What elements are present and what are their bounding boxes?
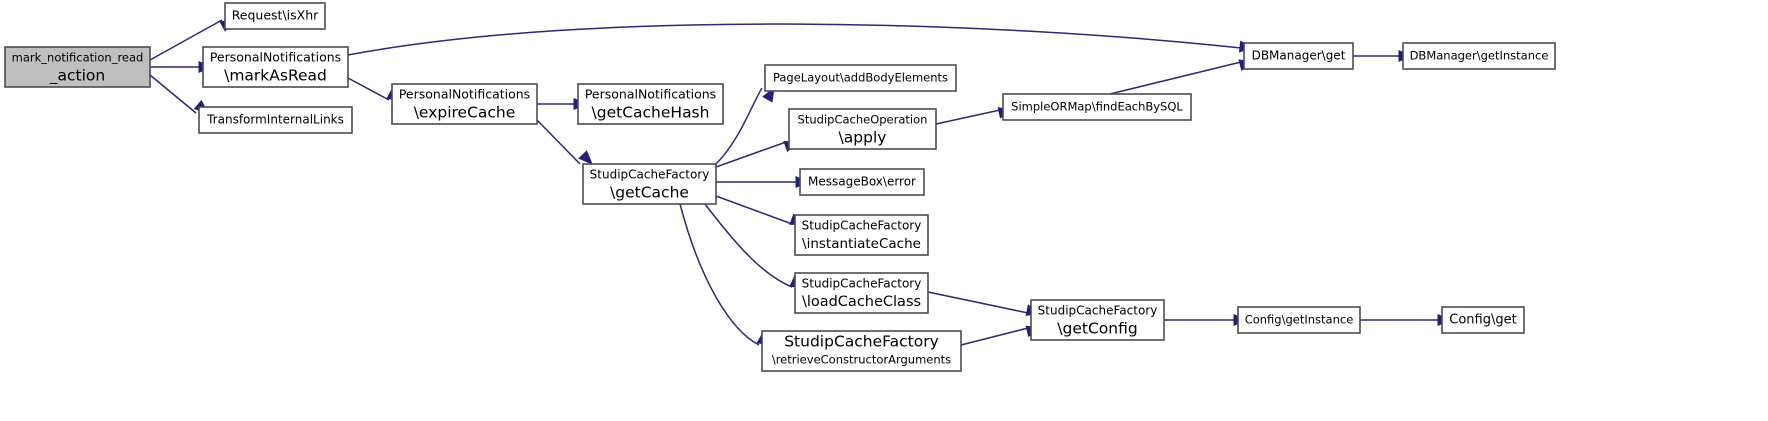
node-box[interactable] — [198, 106, 353, 134]
node-personalnotifications_markasread[interactable]: PersonalNotifications \markAsRead — [202, 46, 349, 88]
node-label: SimpleORMap\findEachBySQL — [1011, 100, 1183, 114]
node-label: StudipCacheOperation — [798, 113, 928, 127]
node-box[interactable] — [761, 330, 962, 372]
node-studipcachefactory_loadcacheclass[interactable]: StudipCacheFactory \loadCacheClass — [794, 272, 929, 314]
edge-personalnotifications_markasread-to-dbmanager_get — [347, 23, 1255, 56]
node-personalnotifications_expirecache[interactable]: PersonalNotifications \expireCache — [391, 83, 538, 125]
node-messagebox_error[interactable]: MessageBox\error — [799, 168, 925, 196]
node-dbmanager_getinstance[interactable]: DBManager\getInstance — [1402, 42, 1556, 70]
node-box[interactable] — [788, 108, 937, 150]
edge-studipcacheoperation_apply-to-simpleormap_findeachbysql — [935, 107, 1014, 125]
node-box[interactable] — [1402, 42, 1556, 70]
node-label: \instantiateCache — [802, 236, 921, 252]
node-box[interactable] — [1243, 42, 1354, 70]
node-label: PageLayout\addBodyElements — [773, 71, 948, 85]
node-box[interactable] — [794, 214, 929, 256]
node-label: \retrieveConstructorArguments — [772, 353, 951, 367]
node-label: \markAsRead — [224, 67, 327, 85]
edge-line — [715, 195, 793, 225]
node-box[interactable] — [794, 272, 929, 314]
edge-line — [704, 203, 793, 288]
node-request_isxhr[interactable]: Request\isXhr — [224, 2, 326, 30]
edge-config_getinstance-to-config_get — [1360, 314, 1453, 326]
node-box[interactable] — [391, 83, 538, 125]
edge-line — [679, 203, 760, 346]
node-label: Config\get — [1449, 313, 1516, 328]
node-label: \getConfig — [1057, 320, 1137, 338]
node-box[interactable] — [1237, 306, 1361, 334]
edge-personalnotifications_expirecache-to-studipcachefactory_getcache — [536, 119, 593, 165]
node-label: mark_notification_read — [12, 51, 144, 65]
node-personalnotifications_getcachehash[interactable]: PersonalNotifications \getCacheHash — [577, 83, 724, 125]
edge-studipcachefactory_getcache-to-messagebox_error — [716, 176, 811, 188]
node-label: StudipCacheFactory — [590, 168, 710, 182]
nodes-layer: mark_notification_read _action Request\isX… — [4, 2, 1556, 372]
edge-line — [149, 74, 197, 114]
edge-studipcachefactory_getconfig-to-config_getinstance — [1164, 314, 1249, 326]
node-box[interactable] — [202, 46, 349, 88]
edge-studipcachefactory_getcache-to-studipcacheoperation_apply — [715, 140, 800, 168]
node-studipcachefactory_getconfig[interactable]: StudipCacheFactory \getConfig — [1030, 299, 1165, 341]
node-label: DBManager\get — [1252, 49, 1346, 63]
node-box[interactable] — [799, 168, 925, 196]
edge-studipcachefactory_retrieveconstructorarguments-to-studipcachefactory_getconfig — [960, 325, 1042, 346]
node-pagelayout_addbodyelements[interactable]: PageLayout\addBodyElements — [764, 64, 957, 92]
node-box[interactable] — [764, 64, 957, 92]
node-label: \loadCacheClass — [802, 294, 921, 310]
node-config_get[interactable]: Config\get — [1441, 306, 1525, 334]
node-label: StudipCacheFactory — [1038, 304, 1158, 318]
node-simpleormap_findeachbysql[interactable]: SimpleORMap\findEachBySQL — [1002, 93, 1192, 121]
edge-studipcachefactory_getcache-to-studipcachefactory_loadcacheclass — [704, 203, 806, 288]
node-label: \expireCache — [414, 104, 516, 122]
node-label: Config\getInstance — [1245, 313, 1354, 327]
node-label: \apply — [839, 129, 887, 147]
edge-studipcachefactory_getcache-to-pagelayout_addbodyelements — [715, 86, 775, 165]
node-transforminternallinks[interactable]: TransformInternalLinks — [198, 106, 353, 134]
node-box[interactable] — [1002, 93, 1192, 121]
node-label: StudipCacheFactory — [802, 219, 922, 233]
node-studipcachefactory_instantiatecache[interactable]: StudipCacheFactory \instantiateCache — [794, 214, 929, 256]
node-box[interactable] — [4, 46, 151, 88]
node-label: PersonalNotifications — [585, 87, 716, 102]
node-label: DBManager\getInstance — [1410, 49, 1549, 63]
edge-simpleormap_findeachbysql-to-dbmanager_get — [1109, 59, 1255, 95]
arrowhead-icon — [578, 150, 593, 165]
node-label: Request\isXhr — [232, 8, 319, 23]
edge-studipcachefactory_getcache-to-studipcachefactory_instantiatecache — [715, 195, 806, 225]
node-label: StudipCacheFactory — [802, 277, 922, 291]
edge-line — [347, 77, 390, 101]
edge-line — [927, 291, 1029, 314]
node-studipcachefactory_getcache[interactable]: StudipCacheFactory \getCache — [582, 163, 717, 205]
edge-line — [715, 87, 763, 165]
edge-line — [347, 23, 1242, 56]
node-label: PersonalNotifications — [399, 87, 530, 102]
edge-line — [149, 19, 223, 61]
edge-line — [715, 141, 787, 168]
node-box[interactable] — [582, 163, 717, 205]
edge-line — [960, 327, 1029, 346]
node-box[interactable] — [1441, 306, 1525, 334]
edge-line — [1109, 61, 1242, 95]
edge-line — [536, 119, 581, 165]
node-box[interactable] — [224, 2, 326, 30]
node-dbmanager_get[interactable]: DBManager\get — [1243, 42, 1354, 70]
node-label: \getCacheHash — [592, 104, 710, 122]
node-box[interactable] — [1030, 299, 1165, 341]
node-label: PersonalNotifications — [210, 50, 341, 65]
node-box[interactable] — [577, 83, 724, 125]
node-label: MessageBox\error — [808, 175, 916, 189]
node-label: StudipCacheFactory — [784, 333, 939, 351]
node-label: TransformInternalLinks — [206, 113, 344, 127]
node-studipcacheoperation_apply[interactable]: StudipCacheOperation \apply — [788, 108, 937, 150]
node-studipcachefactory_retrieveconstructorarguments[interactable]: StudipCacheFactory \retrieveConstructorAr… — [761, 330, 962, 372]
edge-line — [935, 109, 1001, 125]
node-label: \getCache — [610, 184, 689, 202]
node-label: _action — [49, 67, 105, 86]
node-mark_notification_read_action[interactable]: mark_notification_read _action — [4, 46, 151, 88]
edge-studipcachefactory_loadcacheclass-to-studipcachefactory_getconfig — [927, 291, 1042, 317]
edge-studipcachefactory_getcache-to-studipcachefactory_retrieveconstructorarguments — [679, 203, 773, 346]
node-config_getinstance[interactable]: Config\getInstance — [1237, 306, 1361, 334]
